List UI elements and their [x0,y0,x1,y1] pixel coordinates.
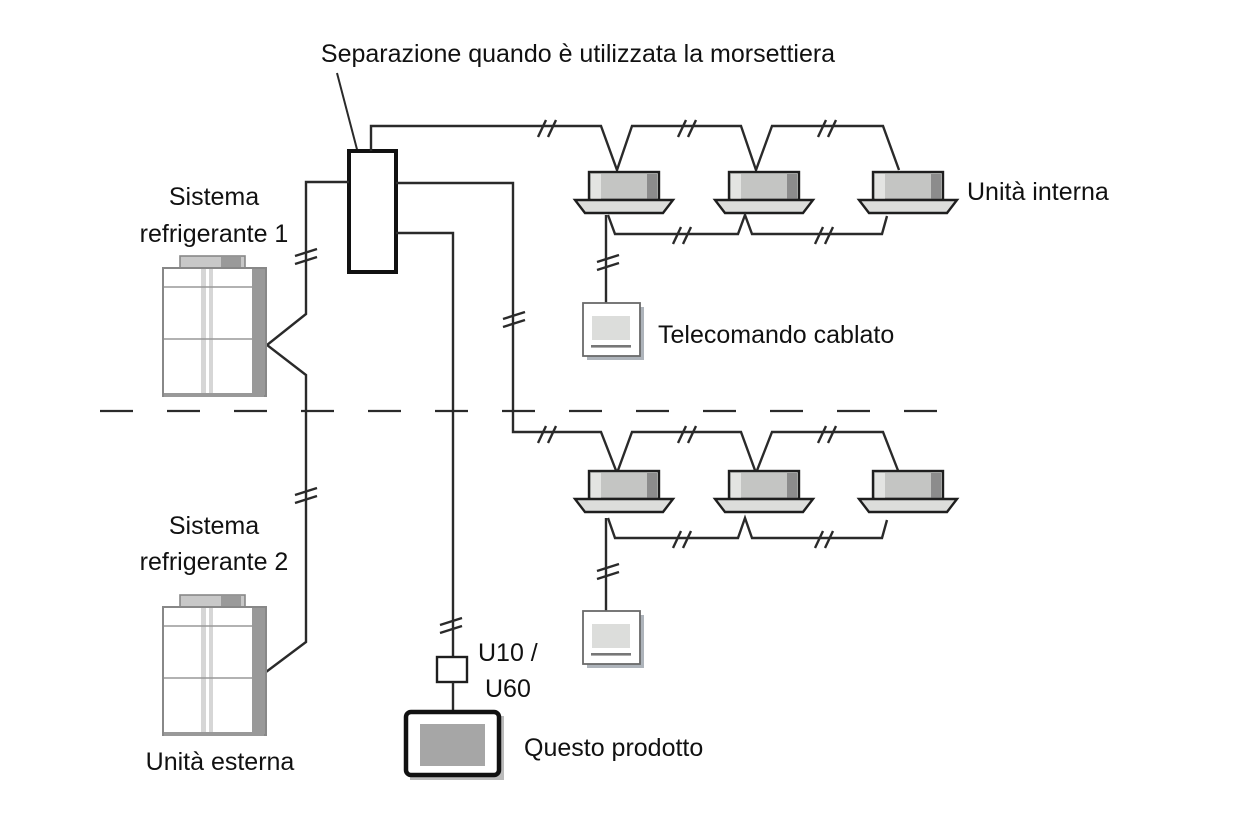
indoor-unit-6 [857,469,959,514]
wired-remote-label: Telecomando cablato [658,321,894,349]
outdoor-unit-1 [162,255,267,398]
wire-to-this-product [396,231,455,657]
adapter-label-line1: U10 / [478,639,538,667]
wired-remote-upper [582,302,645,361]
wire-upper-indoor-bus [369,124,901,174]
indoor-unit-label: Unità interna [967,178,1109,206]
wire-lower-indoor-feed [396,181,901,477]
indoor-unit-3 [857,170,959,215]
refrigerant-system-1-label-line2: refrigerante 1 [140,220,289,248]
adapter-box [435,655,469,684]
refrigerant-system-1-label-line1: Sistema [169,183,259,211]
wired-remote-lower [582,610,645,669]
terminal-block [347,149,398,274]
title-label: Separazione quando è utilizzata la morse… [321,40,835,68]
this-product [403,709,504,780]
indoor-unit-1 [573,170,675,215]
wire-lower-remote-bus [606,514,889,540]
title-leader-line [336,72,360,158]
wire-upper-remote-bus [606,211,889,236]
indoor-unit-2 [713,170,815,215]
adapter-label-line2: U60 [485,675,531,703]
refrigerant-system-2-label-line1: Sistema [169,512,259,540]
refrigerant-system-2-label-line2: refrigerante 2 [140,548,289,576]
outdoor-unit-2 [162,594,267,737]
wire-outdoor-system-1 [265,180,349,673]
indoor-unit-4 [573,469,675,514]
this-product-label: Questo prodotto [524,734,703,762]
indoor-unit-5 [713,469,815,514]
outdoor-unit-label: Unità esterna [146,748,295,776]
